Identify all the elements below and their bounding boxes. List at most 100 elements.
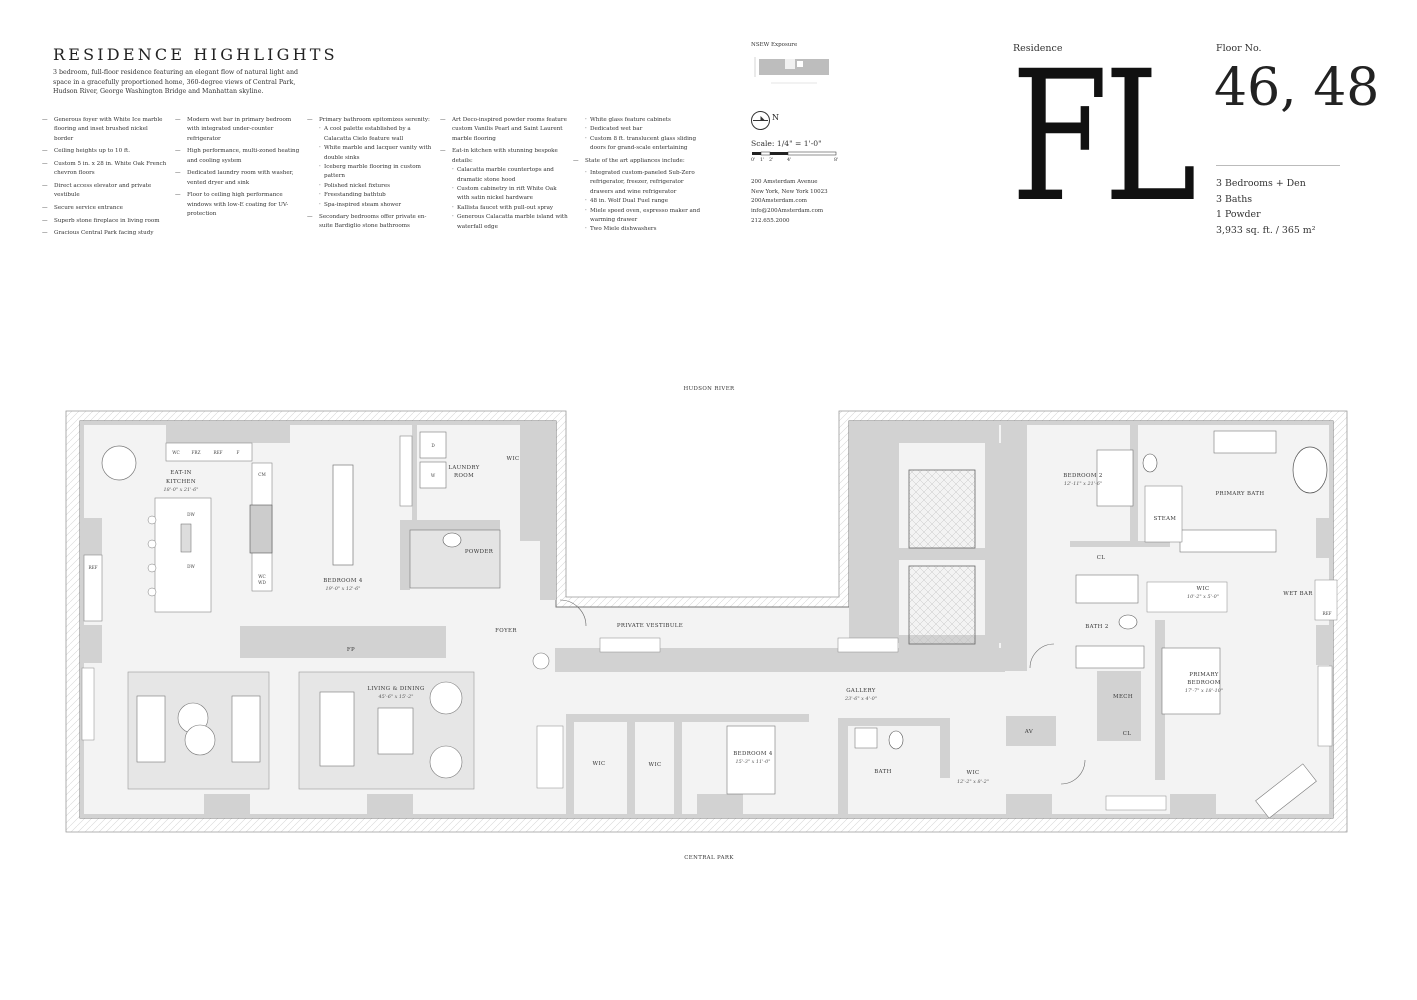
room-dimension: 15'-3" x 11'-0" xyxy=(735,759,770,765)
door-swings xyxy=(559,599,1086,785)
wet-wall-cabinet xyxy=(83,554,103,622)
armchair xyxy=(429,745,463,779)
vanity-icon xyxy=(1075,645,1145,669)
highlights-col-2: Modern wet bar in primary bedroom with i… xyxy=(175,116,305,223)
highlight-item: Dedicated laundry room with washer, vent… xyxy=(175,169,305,188)
appliance-label: D xyxy=(431,443,435,448)
elevator-shaft xyxy=(908,565,976,645)
highlight-subitem: Polished nickel fixtures xyxy=(307,182,432,192)
armchair xyxy=(429,681,463,715)
bench xyxy=(837,637,899,653)
scale-tick-3: 4' xyxy=(787,158,792,163)
room-label-closet: CL xyxy=(1123,731,1132,737)
highlight-item: Gracious Central Park facing study xyxy=(42,229,167,239)
room-dimension: 12'-2" x 8'-2" xyxy=(957,779,989,785)
bench xyxy=(1105,795,1167,811)
residence-letters: FL xyxy=(1011,33,1197,242)
scale-tick-2: 2' xyxy=(769,158,774,163)
highlight-item: Floor to ceiling high performance window… xyxy=(175,191,305,219)
room-dimension: 19'-0" x 12'-6" xyxy=(325,586,360,592)
highlight-item: Ceiling heights up to 10 ft. xyxy=(42,147,167,157)
elevator-shaft xyxy=(908,469,976,549)
address-block: 200 Amsterdam Avenue New York, New York … xyxy=(751,178,828,227)
highlights-col-5: White glass feature cabinets Dedicated w… xyxy=(573,116,701,235)
dining-table-round xyxy=(101,445,137,481)
room-label-bath-2: BATH 2 xyxy=(1085,624,1108,630)
south-side-label: CENTRAL PARK xyxy=(684,855,734,861)
room-label-laundry: LAUNDRY xyxy=(448,465,479,471)
highlights-col-3: Primary bathroom epitomizes serenity: A … xyxy=(307,116,432,235)
appliance-label: FRZ xyxy=(192,450,201,455)
highlight-subitem: Miele speed oven, espresso maker and war… xyxy=(573,207,701,226)
room-label-primary-bedroom: BEDROOM xyxy=(1187,680,1221,686)
vanity-icon xyxy=(854,727,878,749)
spec-baths: 3 Baths xyxy=(1216,193,1253,205)
highlight-subitem: Integrated custom-paneled Sub-Zero refri… xyxy=(573,169,701,197)
toilet-icon xyxy=(442,532,462,548)
stool-icon xyxy=(147,515,157,525)
highlight-subitem: Generous Calacatta marble island with wa… xyxy=(440,213,570,232)
room-dimension: 12'-11" x 21'-6" xyxy=(1064,481,1102,487)
highlights-col-4: Art Deco-inspired powder rooms feature c… xyxy=(440,116,570,232)
residence-label: Residence xyxy=(1013,43,1063,54)
cabinet xyxy=(81,667,95,741)
spec-bedrooms: 3 Bedrooms + Den xyxy=(1216,178,1306,189)
north-arrow-icon xyxy=(753,116,768,121)
divider xyxy=(1216,165,1340,166)
highlight-item: Eat-in kitchen with stunning bespoke det… xyxy=(440,147,570,166)
floor-label: Floor No. xyxy=(1216,43,1262,54)
highlight-subitem: White glass feature cabinets xyxy=(573,116,701,126)
appliance-label: W xyxy=(431,473,436,478)
address-line: 200 Amsterdam Avenue xyxy=(751,179,818,185)
appliance-label: REF xyxy=(1322,611,1331,616)
stool-icon xyxy=(147,587,157,597)
exposure-label: NSEW Exposure xyxy=(751,42,798,48)
highlight-subitem: Dedicated wet bar xyxy=(573,125,701,135)
room-label-primary-bedroom: PRIMARY xyxy=(1189,672,1219,678)
room-label-powder: POWDER xyxy=(465,549,494,555)
spec-area: 3,933 sq. ft. / 365 m² xyxy=(1216,224,1316,236)
highlight-subitem: Calacatta marble countertops and dramati… xyxy=(440,166,570,185)
highlight-item: Secure service entrance xyxy=(42,204,167,214)
address-link[interactable]: 200Amsterdam.com xyxy=(751,198,807,205)
room-label-av: AV xyxy=(1024,729,1033,735)
kitchen-island xyxy=(154,497,212,613)
coffee-table xyxy=(184,724,216,756)
room-label-foyer: FOYER xyxy=(495,628,517,634)
fireplace-label: FP xyxy=(347,647,355,653)
scale-tick-1: 1' xyxy=(760,158,765,163)
highlight-item: Custom 5 in. x 28 in. White Oak French c… xyxy=(42,160,167,179)
room-label-primary-bath: PRIMARY BATH xyxy=(1215,491,1264,497)
range-icon xyxy=(249,504,273,554)
address-email[interactable]: info@200Amsterdam.com xyxy=(751,208,824,215)
scale-tick-4: 8' xyxy=(834,158,839,163)
appliance-label: WD xyxy=(258,580,266,585)
stool-icon xyxy=(147,539,157,549)
vanity-icon xyxy=(1179,529,1277,553)
room-label-vestibule: PRIVATE VESTIBULE xyxy=(617,623,683,629)
room-label-living: LIVING & DINING xyxy=(367,686,424,692)
highlight-item: Secondary bedrooms offer private en-suit… xyxy=(307,213,432,232)
toilet-icon xyxy=(1118,614,1138,630)
sink-icon xyxy=(180,523,192,553)
walls xyxy=(80,421,1333,818)
appliance-label: REF xyxy=(213,450,222,455)
highlight-subitem: White marble and lacquer vanity with dou… xyxy=(307,144,432,163)
room-label-wic: WIC xyxy=(1197,586,1210,592)
compass-letter: N xyxy=(772,113,779,122)
highlight-subitem: Custom cabinetry in rift White Oak with … xyxy=(440,185,570,204)
appliance-label: WC xyxy=(258,574,266,579)
intro-text: 3 bedroom, full-floor residence featurin… xyxy=(53,69,299,96)
bench xyxy=(599,637,661,653)
room-label-mech: MECH xyxy=(1113,694,1133,700)
highlight-item: State of the art appliances include: xyxy=(573,157,701,167)
steam-shower xyxy=(1144,485,1183,543)
appliance-label: F xyxy=(237,450,240,455)
highlight-item: Direct access elevator and private vesti… xyxy=(42,182,167,201)
toilet-icon xyxy=(888,730,904,750)
room-label-closet: CL xyxy=(1097,555,1106,561)
coffee-table xyxy=(377,707,414,755)
room-dimension: 17'-7" x 18'-10" xyxy=(1185,688,1223,694)
wet-bar-counter xyxy=(1314,579,1338,621)
